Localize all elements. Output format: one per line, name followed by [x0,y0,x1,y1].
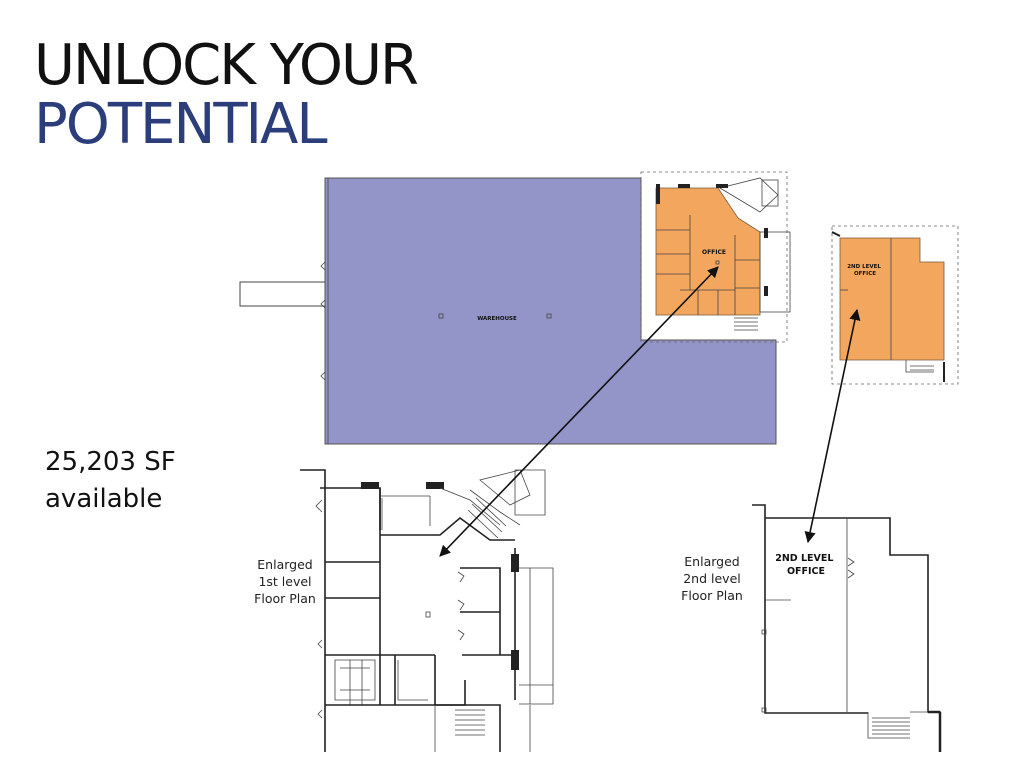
second-level-office-small-label: 2ND LEVEL OFFICE [847,264,883,277]
office-label: OFFICE [702,249,726,256]
site-plan: WAREHOUSE OFFICE [239,171,791,445]
second-level-plan-label: Enlarged 2nd level Floor Plan [681,554,743,603]
first-level-plan-label: Enlarged 1st level Floor Plan [254,557,316,606]
second-level-key-plan: 2ND LEVEL OFFICE [831,225,959,385]
available-area: 25,203 SF available [45,444,265,518]
area-figure: 25,203 SF [45,447,176,477]
loading-dock [239,281,327,307]
title-line-2: POTENTIAL [34,92,328,157]
callout-arrows [439,266,861,557]
second-level-office-large-label: 2ND LEVEL OFFICE [775,553,837,577]
enlarged-first-level-plan [300,469,554,752]
enlarged-second-level-plan: 2ND LEVEL OFFICE [752,504,942,752]
second-level-office-area [839,237,945,361]
arrow-office-to-first-level [439,266,719,557]
title-line-1: UNLOCK YOUR [34,33,419,98]
arrow-office-to-second-level [804,308,861,544]
area-caption: available [45,484,163,514]
warehouse-label: WAREHOUSE [477,316,517,322]
